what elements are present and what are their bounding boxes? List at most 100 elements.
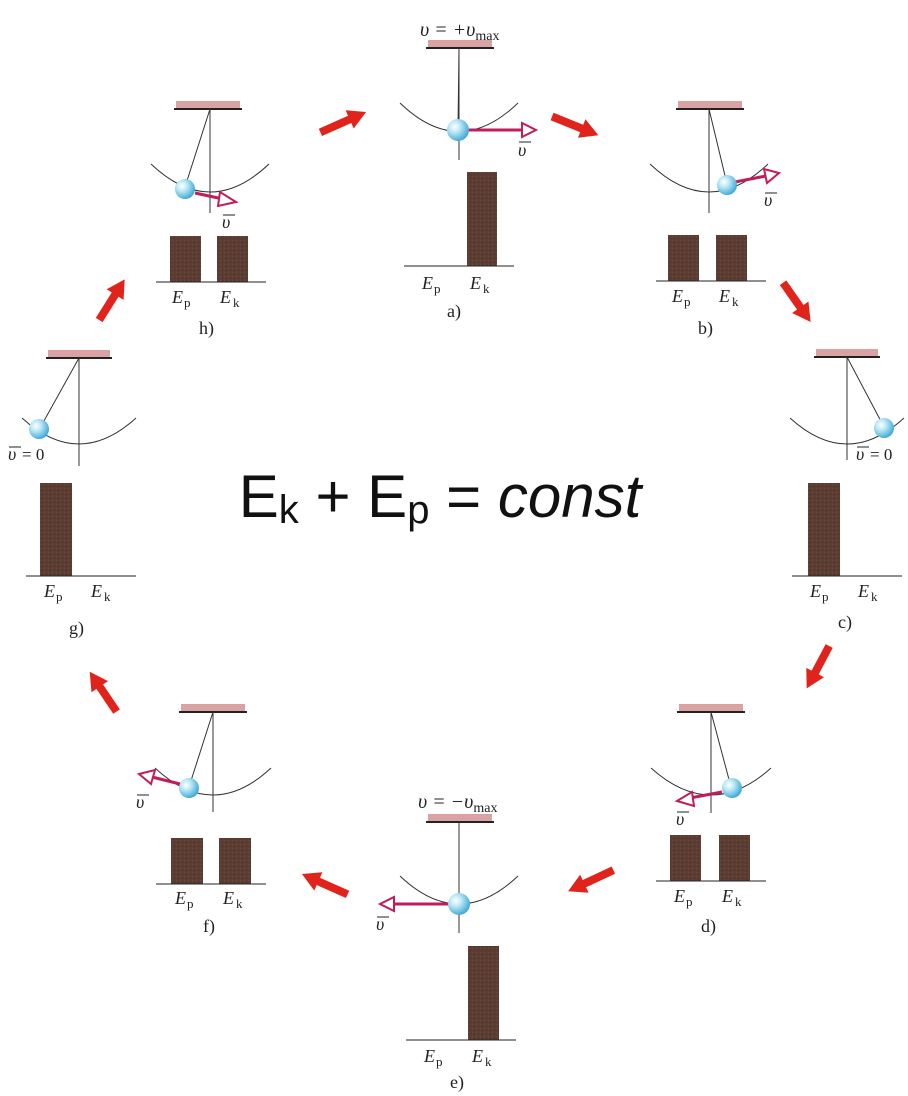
bob-a: [447, 119, 469, 141]
ceiling-d: [679, 704, 743, 712]
svg-text:p: p: [184, 295, 191, 310]
bob-d: [722, 778, 742, 798]
svg-text:E: E: [857, 581, 869, 601]
panel-a: υ = +υmax υ E p E k a): [399, 19, 539, 322]
svg-text:p: p: [822, 589, 829, 604]
svg-text:k: k: [233, 295, 240, 310]
panel-label-e: e): [450, 1072, 464, 1093]
cycle-arrow-b-to-c: [779, 280, 811, 323]
ceiling-a: [428, 40, 492, 48]
svg-text:= 0: = 0: [22, 445, 44, 464]
bar-ep-c: [808, 483, 840, 576]
velocity-label-e: υ = −υmax: [418, 791, 497, 816]
bar-ek-a: [467, 172, 497, 266]
panel-b: υ E p E k b): [649, 101, 782, 339]
velocity-label-a: υ = +υmax: [420, 19, 499, 44]
svg-text:k: k: [485, 1054, 492, 1069]
ceiling-c: [816, 349, 878, 357]
svg-text:k: k: [732, 294, 739, 309]
cycle-arrow-d-to-e: [568, 866, 616, 893]
velocity-arrow-d: [689, 790, 723, 800]
svg-text:υ: υ: [8, 444, 16, 464]
ceiling-h: [176, 101, 240, 109]
cycle-arrow-h-to-a: [318, 110, 367, 137]
cycle-arrow-g-to-h: [95, 279, 125, 323]
bob-f: [179, 778, 199, 798]
bar-ek-f: [219, 838, 251, 884]
svg-text:E: E: [471, 1046, 483, 1066]
svg-text:υ: υ: [222, 212, 230, 232]
svg-text:E: E: [219, 287, 231, 307]
panel-label-h: h): [199, 318, 214, 339]
panel-c: υ = 0 E p E k c): [789, 349, 905, 633]
panel-label-g: g): [69, 618, 84, 639]
bar-ek-h: [217, 236, 248, 282]
svg-text:υ: υ: [764, 190, 772, 210]
panel-g: υ = 0 E p E k g): [8, 350, 137, 639]
svg-text:= 0: = 0: [870, 445, 892, 464]
bob-b: [717, 175, 737, 195]
svg-text:k: k: [483, 281, 490, 296]
bar-ek-e: [468, 946, 499, 1040]
panel-label-f: f): [203, 916, 215, 937]
bar-ep-f: [171, 838, 203, 884]
ceiling-e: [428, 814, 492, 822]
panel-label-c: c): [838, 612, 852, 633]
bob-e: [448, 893, 470, 915]
velocity-arrow-b: [734, 174, 767, 184]
svg-text:p: p: [684, 294, 691, 309]
velocity-arrow-f: [151, 775, 181, 786]
panel-e: υ = −υmax υ E p E k e): [376, 791, 519, 1093]
svg-text:p: p: [686, 894, 693, 909]
svg-text:E: E: [171, 287, 183, 307]
svg-text:υ: υ: [518, 140, 526, 160]
svg-text:k: k: [236, 896, 243, 911]
svg-text:E: E: [90, 581, 102, 601]
svg-text:E: E: [469, 273, 481, 293]
bar-ep-b: [668, 235, 699, 281]
svg-text:E: E: [222, 888, 234, 908]
bar-ep-h: [170, 236, 201, 282]
cycle-arrow-f-to-g: [89, 671, 120, 714]
panel-label-d: d): [701, 916, 716, 937]
svg-text:υ: υ: [136, 792, 144, 812]
ceiling-f: [181, 704, 245, 712]
bar-ep-d: [670, 835, 701, 881]
svg-text:E: E: [718, 286, 730, 306]
svg-text:p: p: [434, 281, 441, 296]
bob-c: [874, 418, 894, 438]
cycle-arrow-c-to-d: [806, 644, 833, 689]
bob-g: [29, 419, 49, 439]
cycle-arrows: [89, 110, 833, 899]
svg-text:υ: υ: [376, 914, 384, 934]
panel-h: υ E p E k h): [150, 101, 270, 339]
svg-text:p: p: [436, 1054, 443, 1069]
svg-text:E: E: [671, 286, 683, 306]
svg-text:E: E: [673, 886, 685, 906]
svg-text:k: k: [871, 589, 878, 604]
bob-h: [175, 179, 195, 199]
panel-f: υ E p E k f): [136, 704, 272, 937]
panel-label-b: b): [698, 318, 713, 339]
bar-ek-d: [719, 835, 750, 881]
ceiling-b: [678, 101, 742, 109]
svg-text:E: E: [43, 581, 55, 601]
cycle-arrow-a-to-b: [550, 112, 599, 138]
svg-text:p: p: [187, 896, 194, 911]
svg-text:k: k: [104, 589, 111, 604]
bar-ek-b: [716, 235, 747, 281]
ceiling-g: [48, 350, 110, 358]
panel-d: υ E p E k d): [650, 704, 772, 937]
svg-text:E: E: [423, 1046, 435, 1066]
svg-text:E: E: [721, 886, 733, 906]
energy-conservation-equation: Ek + Ep = const: [238, 463, 642, 532]
cycle-arrow-e-to-f: [301, 872, 350, 899]
panel-label-a: a): [447, 301, 461, 322]
svg-text:E: E: [174, 888, 186, 908]
svg-text:υ: υ: [676, 809, 684, 829]
svg-text:υ: υ: [856, 444, 864, 464]
svg-text:p: p: [56, 589, 63, 604]
svg-text:E: E: [421, 273, 433, 293]
svg-text:E: E: [809, 581, 821, 601]
